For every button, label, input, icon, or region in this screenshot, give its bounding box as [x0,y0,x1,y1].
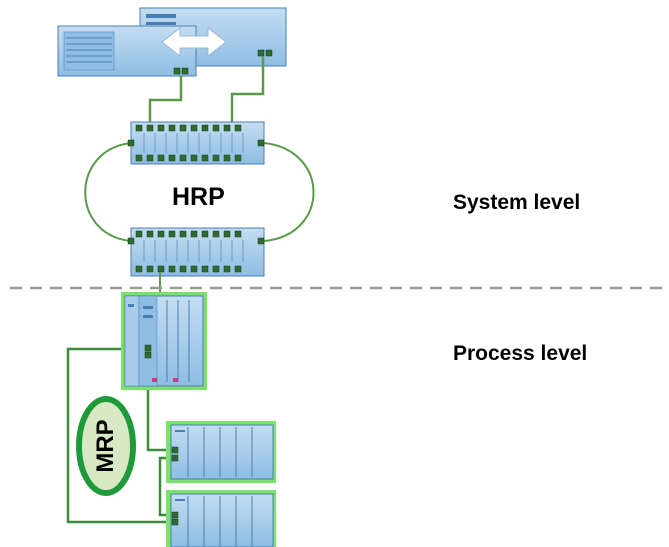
system-level-label: System level [453,191,581,214]
mrp-badge [76,396,136,496]
double-arrow-icon [161,26,227,58]
switch-top [127,121,265,165]
io-rack-2 [166,490,276,547]
workstation-front [57,25,197,77]
workstation-uplinks [148,56,265,124]
mrp-label: MRP [92,419,119,473]
hrp-label: HRP [172,183,225,211]
io-rack-1 [166,421,276,483]
process-level-label: Process level [453,342,588,365]
controller [121,292,207,390]
hrp-ring [84,142,315,242]
switch-bottom [127,227,265,277]
